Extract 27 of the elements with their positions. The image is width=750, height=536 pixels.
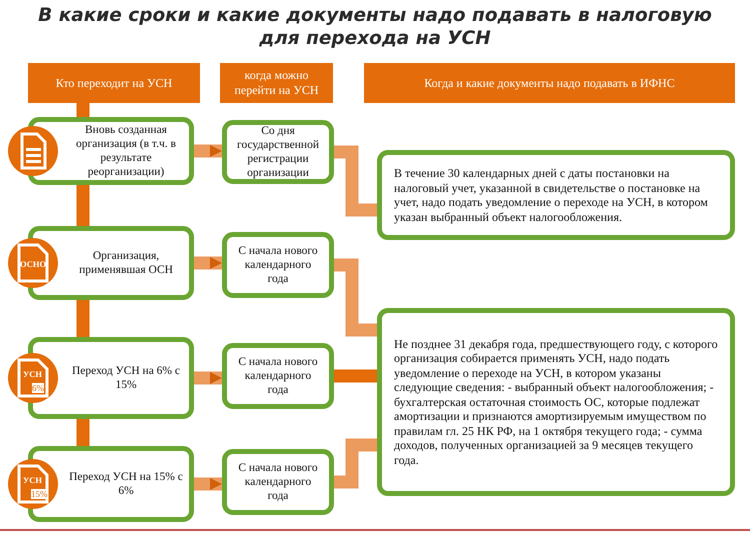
process-box: С начала нового календарного года bbox=[222, 449, 334, 515]
process-box: С начала нового календарного года bbox=[222, 232, 334, 298]
info-box: В течение 30 календарных дней с даты постановки на налоговый учет, указанной в свидетельстве о постановке на учет, надо подать уведомление о переходе на УСН, в котором указан выбранный объект налогообложения. bbox=[377, 150, 735, 240]
connector-band bbox=[334, 146, 377, 216]
connector-band bbox=[76, 185, 90, 226]
connector-band bbox=[334, 438, 377, 488]
connector-band bbox=[334, 258, 377, 336]
icon-label: 15% bbox=[31, 489, 48, 499]
connector-band bbox=[76, 419, 90, 446]
chevron-arrow bbox=[194, 144, 222, 158]
process-box: С начала нового календарного года bbox=[222, 343, 334, 409]
process-box: Со дня государственной регистрации организации bbox=[222, 120, 334, 184]
icon-label: ОСНО bbox=[20, 259, 46, 269]
column-header: Кто переходит на УСН bbox=[28, 63, 200, 103]
connector-band bbox=[334, 370, 377, 382]
icon-label: 6% bbox=[32, 383, 44, 393]
chevron-arrow bbox=[194, 372, 222, 384]
info-box: Не позднее 31 декабря года, предшествующего году, с которого организация собирается применять УСН, надо подать уведомление о переходе на УСН, в котором указаны следующие сведения: - выбранный объект налогообложения; - бухгалтерская остаточная стоимость ОС, которые подлежат амортизации и признаются амортизируемым имуществом по правилам гл. 25 НК РФ, на 1 октября текущего года; - сумма доходов, полученных организацией за 9 месяцев текущего года. bbox=[377, 308, 735, 496]
icon-label: УСН bbox=[23, 369, 42, 379]
chevron-arrow bbox=[194, 478, 222, 490]
chevron-arrow bbox=[194, 256, 222, 270]
icon-label: УСН bbox=[23, 475, 42, 485]
column-header: Когда и какие документы надо подавать в ИФНС bbox=[364, 63, 735, 103]
column-header: когда можно перейти на УСН bbox=[220, 63, 333, 103]
connector-band bbox=[76, 103, 90, 117]
connector-band bbox=[76, 300, 90, 337]
title: В какие сроки и какие документы надо подавать в налоговую для перехода на УСН bbox=[37, 4, 713, 50]
